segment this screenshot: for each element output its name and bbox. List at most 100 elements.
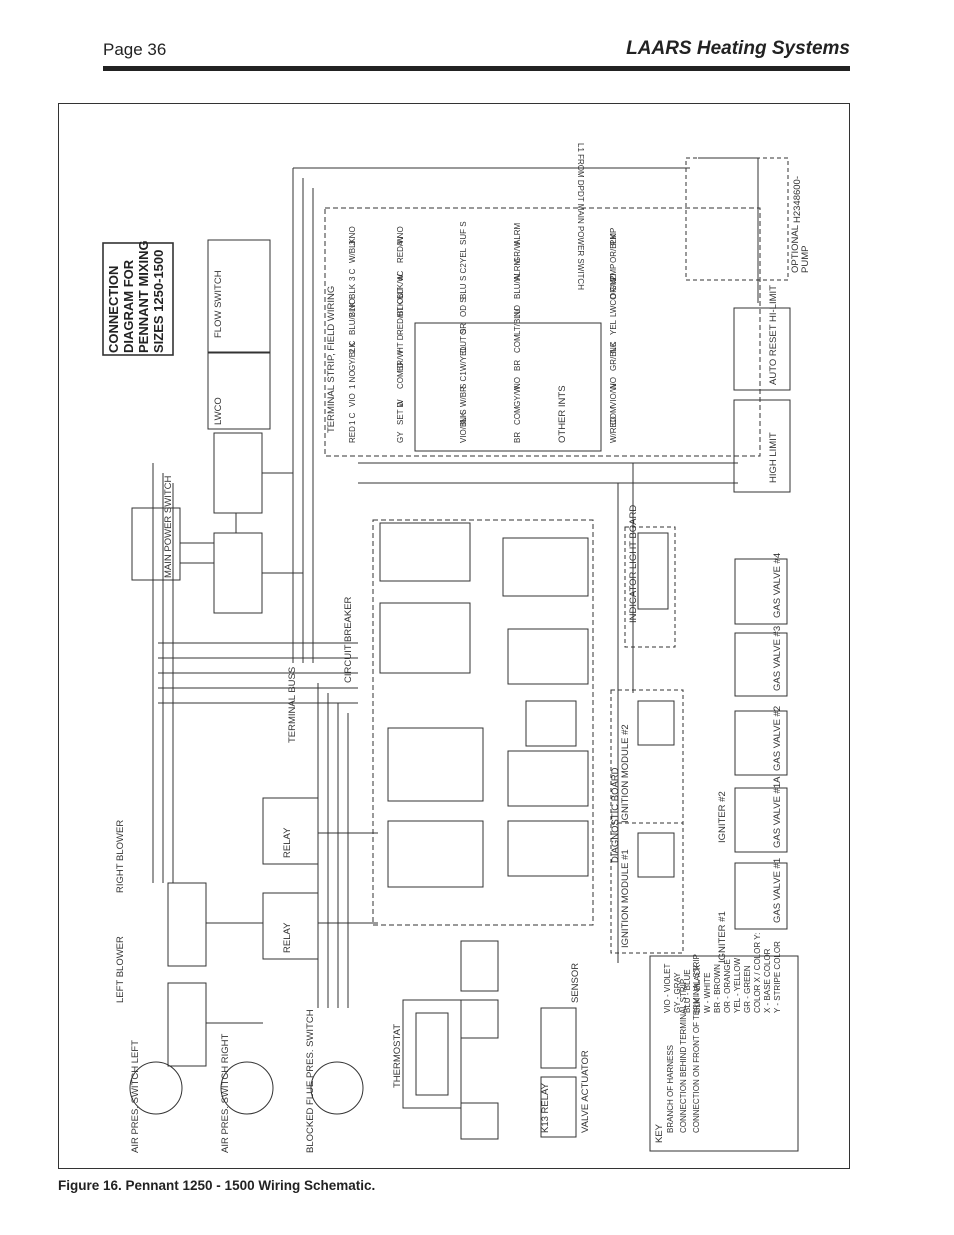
- k13-relay-label: K13 RELAY: [540, 1082, 551, 1133]
- high-limit-box: [733, 399, 791, 493]
- terminal-label: YEL: [459, 247, 468, 263]
- terminal-label: OR: [459, 323, 468, 335]
- key-color-10: COLOR X / COLOR Y:: [753, 933, 762, 1013]
- terminal-label: HT D: [396, 334, 405, 353]
- terminal-label: COM: [513, 406, 522, 425]
- transformer-1-box: [213, 432, 263, 514]
- pump-optional: OPTIONAL: [790, 225, 801, 273]
- terminal-label: 3 C: [348, 268, 357, 281]
- terminal-label: OR/BLK: [609, 233, 618, 263]
- title-line-2: DIAGRAM FOR: [121, 259, 136, 353]
- terminal-label: VIO: [348, 393, 357, 407]
- terminal-label: S C1: [459, 371, 468, 389]
- right-blower-label: RIGHT BLOWER: [115, 820, 126, 893]
- terminal-label: COM D: [396, 362, 405, 389]
- terminal-label: BLU: [459, 283, 468, 299]
- igniter-2-label: IGNITER #2: [717, 791, 728, 843]
- lwco-label: LWCO: [213, 397, 224, 425]
- terminal-label: BLU/W: [513, 273, 522, 299]
- key-title: KEY: [654, 1123, 665, 1143]
- blocked-flue-switch: BLOCKED FLUE PRES. SWITCH: [305, 1009, 316, 1153]
- auto-reset-box: [733, 307, 791, 391]
- key-color-2: GY - GRAY: [673, 972, 682, 1013]
- field-wiring-box: [324, 207, 761, 457]
- key-color-5: W - WHITE: [703, 973, 712, 1013]
- gas-valve-1: GAS VALVE #1: [772, 858, 783, 923]
- terminal-label: OD S: [459, 297, 468, 317]
- terminal-label: GR/W: [513, 241, 522, 263]
- terminal-label: ALRM: [513, 258, 522, 281]
- key-box: [649, 955, 799, 1152]
- terminal-label: W/BR: [459, 386, 468, 407]
- terminal-label: VIO/BLK: [459, 411, 468, 443]
- terminal-label: BR/W: [396, 350, 405, 371]
- flow-switch-box: [207, 239, 271, 353]
- terminal-label: 2 C: [348, 340, 357, 353]
- terminal-label: W/YEL: [459, 346, 468, 371]
- terminal-label: W/RED: [609, 416, 618, 443]
- terminal-label: RED/BLK: [396, 300, 405, 335]
- auto-reset-label: AUTO RESET HI-LIMIT: [768, 285, 779, 385]
- schematic-frame: [58, 103, 850, 1169]
- key-color-11: X - BASE COLOR: [763, 948, 772, 1013]
- terminal-label: OUT S: [459, 329, 468, 353]
- key-item-1: BRANCH OF HARNESS: [666, 1045, 675, 1133]
- relay-k7-label: RELAY: [282, 827, 293, 858]
- terminal-label: BR: [513, 360, 522, 371]
- title-line-4: SIZES 1250-1500: [151, 250, 166, 353]
- terminal-label: OR/W: [609, 277, 618, 299]
- l1-note: L1 FROM DPDT MAIN POWER SWITCH: [576, 143, 585, 290]
- terminal-label: GY: [396, 431, 405, 443]
- terminal-label: 3 NO: [348, 226, 357, 245]
- terminal-label: BLU/BLK: [348, 301, 357, 335]
- key-color-4: BLK - BLACK: [693, 964, 702, 1013]
- terminal-label: 1 NO: [348, 370, 357, 389]
- key-item-3: CONNECTION ON FRONT OF TERMINAL STRIP: [692, 954, 701, 1133]
- wiring-schematic: CONNECTION DIAGRAM FOR PENNANT MIXING SI…: [102, 143, 811, 1153]
- key-color-3: BLU - BLUE: [683, 969, 692, 1013]
- header-rule: [103, 66, 850, 71]
- terminal-label: LWCO GND: [609, 273, 618, 317]
- diagnostic-board-label: DIAGNOSTIC BOARD: [610, 767, 621, 863]
- terminal-label: HT OUT: [396, 287, 405, 317]
- ignition-1-label: IGNITION MODULE #1: [620, 849, 631, 948]
- ignition-1-area: [610, 822, 684, 954]
- air-switch-right: AIR PRES. SWITCH RIGHT: [220, 1034, 231, 1153]
- terminal-label: RED: [348, 426, 357, 443]
- high-limit-label: HIGH LIMIT: [768, 432, 779, 483]
- terminal-label: NO: [609, 377, 618, 389]
- terminal-label: BR: [513, 432, 522, 443]
- terminal-label: W/BLK: [348, 237, 357, 263]
- lwco-box: [207, 352, 271, 430]
- ignition-2-label: IGNITION MODULE #2: [620, 724, 631, 823]
- terminal-label: 4C: [396, 271, 405, 281]
- pump-part: H2348600-: [792, 176, 803, 223]
- terminal-label: PMP: [609, 228, 618, 245]
- terminal-label: GR/BLK: [609, 341, 618, 371]
- terminal-label: GY/BLK: [348, 341, 357, 371]
- terminal-label: SET D: [396, 401, 405, 425]
- field-wiring-label: TERMINAL STRIP, FIELD WIRING: [326, 286, 337, 433]
- valve-actuator-label: VALVE ACTUATOR: [580, 1050, 591, 1133]
- terminal-label: GY/W: [513, 385, 522, 407]
- terminal-label: SUF S: [459, 221, 468, 245]
- gas-valve-2: GAS VALVE #2: [772, 706, 783, 771]
- circuit-breaker-label: CIRCUIT BREAKER: [343, 596, 354, 683]
- terminal-label: COM: [513, 334, 522, 353]
- terminal-label: 1 C: [348, 412, 357, 425]
- terminal-label: BLK/W: [396, 274, 405, 299]
- relay-k6-label: RELAY: [282, 922, 293, 953]
- terminal-label: NO: [513, 377, 522, 389]
- pump-label: PUMP: [800, 246, 811, 273]
- key-color-6: BR - BROWN: [713, 964, 722, 1013]
- terminal-label: W: [396, 399, 405, 407]
- brand-title: LAARS Heating Systems: [626, 38, 850, 59]
- key-item-2: CONNECTION BEHIND TERMINAL STRIP: [679, 979, 688, 1133]
- indicator-board-label: INDICATOR LIGHT BOARD: [628, 505, 639, 623]
- transformer-2-box: [213, 532, 263, 614]
- key-color-7: OR - ORANGE: [723, 959, 732, 1013]
- terminal-label: BLK: [348, 283, 357, 299]
- air-switch-left: AIR PRES. SWITCH LEFT: [130, 1040, 141, 1153]
- terminal-label: S C2: [459, 263, 468, 281]
